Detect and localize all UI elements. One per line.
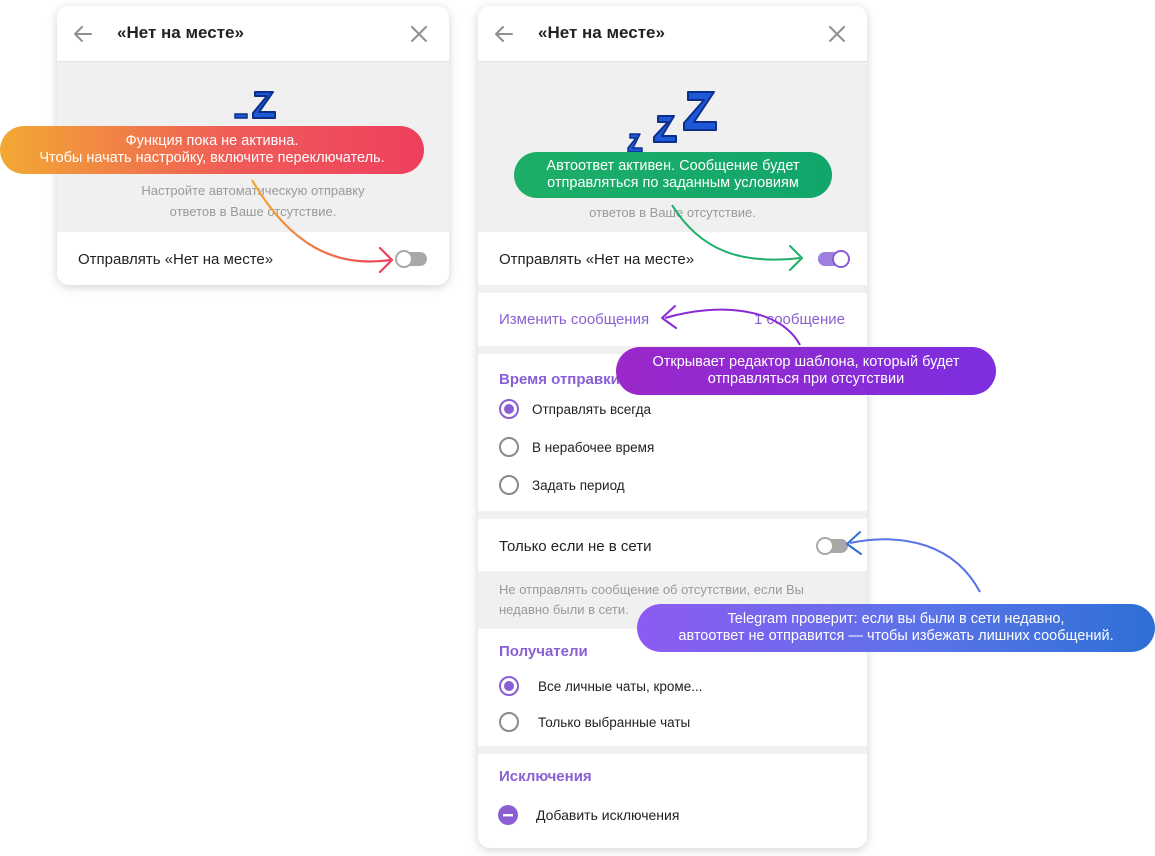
radio-label: Задать период — [532, 478, 625, 493]
divider — [478, 285, 867, 293]
arrow-left-icon[interactable] — [492, 22, 516, 46]
offline-only-row[interactable]: Только если не в сети — [478, 519, 867, 571]
callout-inactive: Функция пока не активна. Чтобы начать на… — [0, 126, 424, 174]
page-title: «Нет на месте» — [117, 23, 244, 42]
divider — [478, 511, 867, 519]
send-away-row[interactable]: Отправлять «Нет на месте» — [57, 232, 449, 285]
radio-label: В нерабочее время — [532, 440, 655, 455]
send-away-label: Отправлять «Нет на месте» — [499, 251, 695, 268]
radio-send-always[interactable] — [499, 399, 519, 419]
exceptions-section: Исключения Добавить исключения — [478, 754, 867, 848]
edit-messages-link[interactable]: Изменить сообщения — [499, 311, 650, 328]
send-away-row[interactable]: Отправлять «Нет на месте» — [478, 232, 867, 285]
callout-line: Автоответ активен. Сообщение будет — [546, 158, 800, 174]
minus-circle-icon[interactable] — [498, 805, 518, 825]
edit-messages-row[interactable]: Изменить сообщения 1 сообщение — [478, 293, 867, 346]
away-settings-panel-enabled: «Нет на месте» ответов в Ваше отсутствие… — [478, 6, 867, 848]
panel-header: «Нет на месте» — [57, 6, 449, 62]
send-away-toggle[interactable] — [395, 250, 427, 268]
radio-custom-period[interactable] — [499, 475, 519, 495]
callout-telegram: Telegram проверит: если вы были в сети н… — [637, 604, 1155, 652]
messages-count: 1 сообщение — [754, 311, 845, 328]
page-title: «Нет на месте» — [538, 23, 665, 42]
description-line: Настройте автоматическую отправку — [141, 183, 365, 198]
add-exceptions-button[interactable]: Добавить исключения — [536, 807, 680, 823]
radio-selected-chats[interactable] — [499, 712, 519, 732]
section-title: Получатели — [499, 643, 588, 660]
callout-line: Чтобы начать настройку, включите переклю… — [39, 150, 385, 166]
description-line: ответов в Ваше отсутствие. — [589, 205, 756, 220]
close-icon[interactable] — [407, 22, 431, 46]
offline-only-toggle[interactable] — [816, 537, 848, 555]
panel-header: «Нет на месте» — [478, 6, 867, 62]
callout-line: Функция пока не активна. — [125, 133, 299, 149]
callout-line: автоответ не отправится — чтобы избежать… — [678, 628, 1114, 644]
radio-label: Только выбранные чаты — [538, 715, 691, 730]
callout-line: отправляться при отсутствии — [707, 371, 905, 387]
zzz-icon — [234, 91, 276, 119]
radio-label: Все личные чаты, кроме... — [538, 679, 703, 694]
hint-line: Не отправлять сообщение об отсутствии, е… — [499, 582, 804, 597]
zzz-icon — [627, 91, 717, 153]
send-away-label: Отправлять «Нет на месте» — [78, 251, 274, 268]
hero-area: ответов в Ваше отсутствие. — [478, 62, 867, 232]
callout-line: Telegram проверит: если вы были в сети н… — [727, 611, 1065, 627]
radio-all-private-chats[interactable] — [499, 676, 519, 696]
callout-active: Автоответ активен. Сообщение будет отпра… — [514, 152, 832, 198]
description-line: ответов в Ваше отсутствие. — [169, 204, 337, 219]
callout-line: Открывает редактор шаблона, который буде… — [652, 354, 960, 370]
section-title: Время отправки — [499, 371, 620, 388]
callout-editor: Открывает редактор шаблона, который буде… — [616, 347, 996, 395]
arrow-to-offline-toggle — [849, 538, 981, 593]
section-title: Исключения — [499, 768, 592, 785]
radio-outside-hours[interactable] — [499, 437, 519, 457]
close-icon[interactable] — [825, 22, 849, 46]
hint-line: недавно были в сети. — [499, 602, 629, 617]
send-away-toggle[interactable] — [818, 250, 850, 268]
offline-only-label: Только если не в сети — [499, 538, 652, 555]
divider — [478, 746, 867, 754]
radio-label: Отправлять всегда — [532, 402, 652, 417]
callout-line: отправляться по заданным условиям — [547, 175, 799, 191]
arrow-left-icon[interactable] — [71, 22, 95, 46]
